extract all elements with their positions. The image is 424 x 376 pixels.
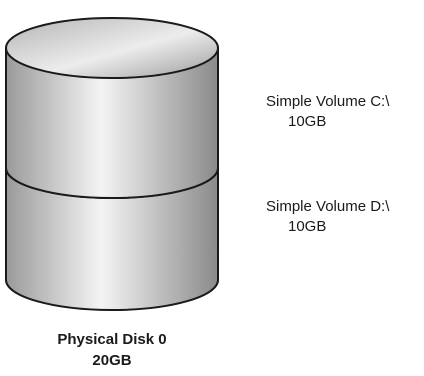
volume-d-name: Simple Volume D:\ [266, 198, 390, 215]
volume-c-size: 10GB [288, 113, 327, 130]
physical-disk-name: Physical Disk 0 [57, 331, 167, 348]
volume-d-label: Simple Volume D:\ 10GB [266, 197, 389, 237]
volume-c-label: Simple Volume C:\ 10GB [266, 92, 389, 132]
volume-d-size: 10GB [288, 218, 327, 235]
physical-disk-caption: Physical Disk 0 20GB [42, 329, 182, 371]
physical-disk-size: 20GB [92, 352, 132, 369]
disk-top [5, 17, 219, 79]
disk-segment-volume-c [5, 47, 219, 199]
volume-c-name: Simple Volume C:\ [266, 93, 390, 110]
